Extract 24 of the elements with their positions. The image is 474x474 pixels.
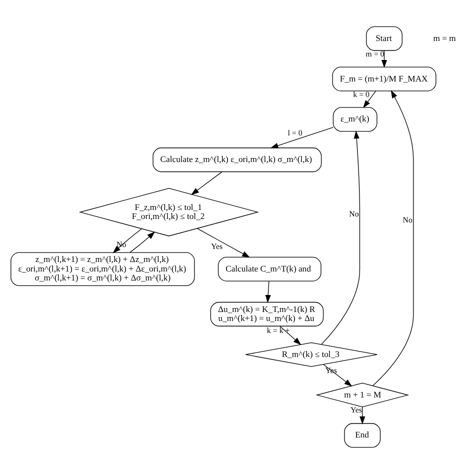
arrow [191,171,222,195]
arrow [363,90,376,108]
label: m = m [433,32,456,43]
arrow [360,406,366,424]
node-diamond: R_m^(k) ≤ tol_3 [245,342,378,367]
arrow [130,232,156,253]
arrow [372,90,414,386]
arrow [321,130,360,345]
arrow [265,280,271,303]
arrow [196,228,250,258]
arrow [279,326,302,346]
arrow [323,364,352,387]
node-box: z_m^(l,k+1) = z_m^(l,k) + Δz_m^(l,k) ε_ori,m^(l,k+1) = ε_ori,m^(l,k) + Δε_ori,m^(l,k) σ_m^(l,k+1) = σ_m^(l,k) + Δσ_m^(l,k) [10,252,195,286]
arrow [270,127,334,148]
node-box: ε_m^(k) [332,107,378,132]
node-box: Calculate z_m^(l,k) ε_ori,m^(l,k) σ_m^(l,k) [152,148,322,172]
node-box: Calculate C_m^T(k) and [218,256,322,282]
node-box: End [344,423,381,448]
arrow [381,50,388,68]
node-box: F_m = (m+1)/M F_MAX [332,66,436,92]
node-box: Start [366,26,402,51]
arrow [112,228,142,254]
node-box: Δu_m^(k) = K_T,m^-1(k) R u_m^(k+1) = u_m^(k) + Δu [210,302,324,326]
node-diamond: m + 1 = M [316,382,410,408]
